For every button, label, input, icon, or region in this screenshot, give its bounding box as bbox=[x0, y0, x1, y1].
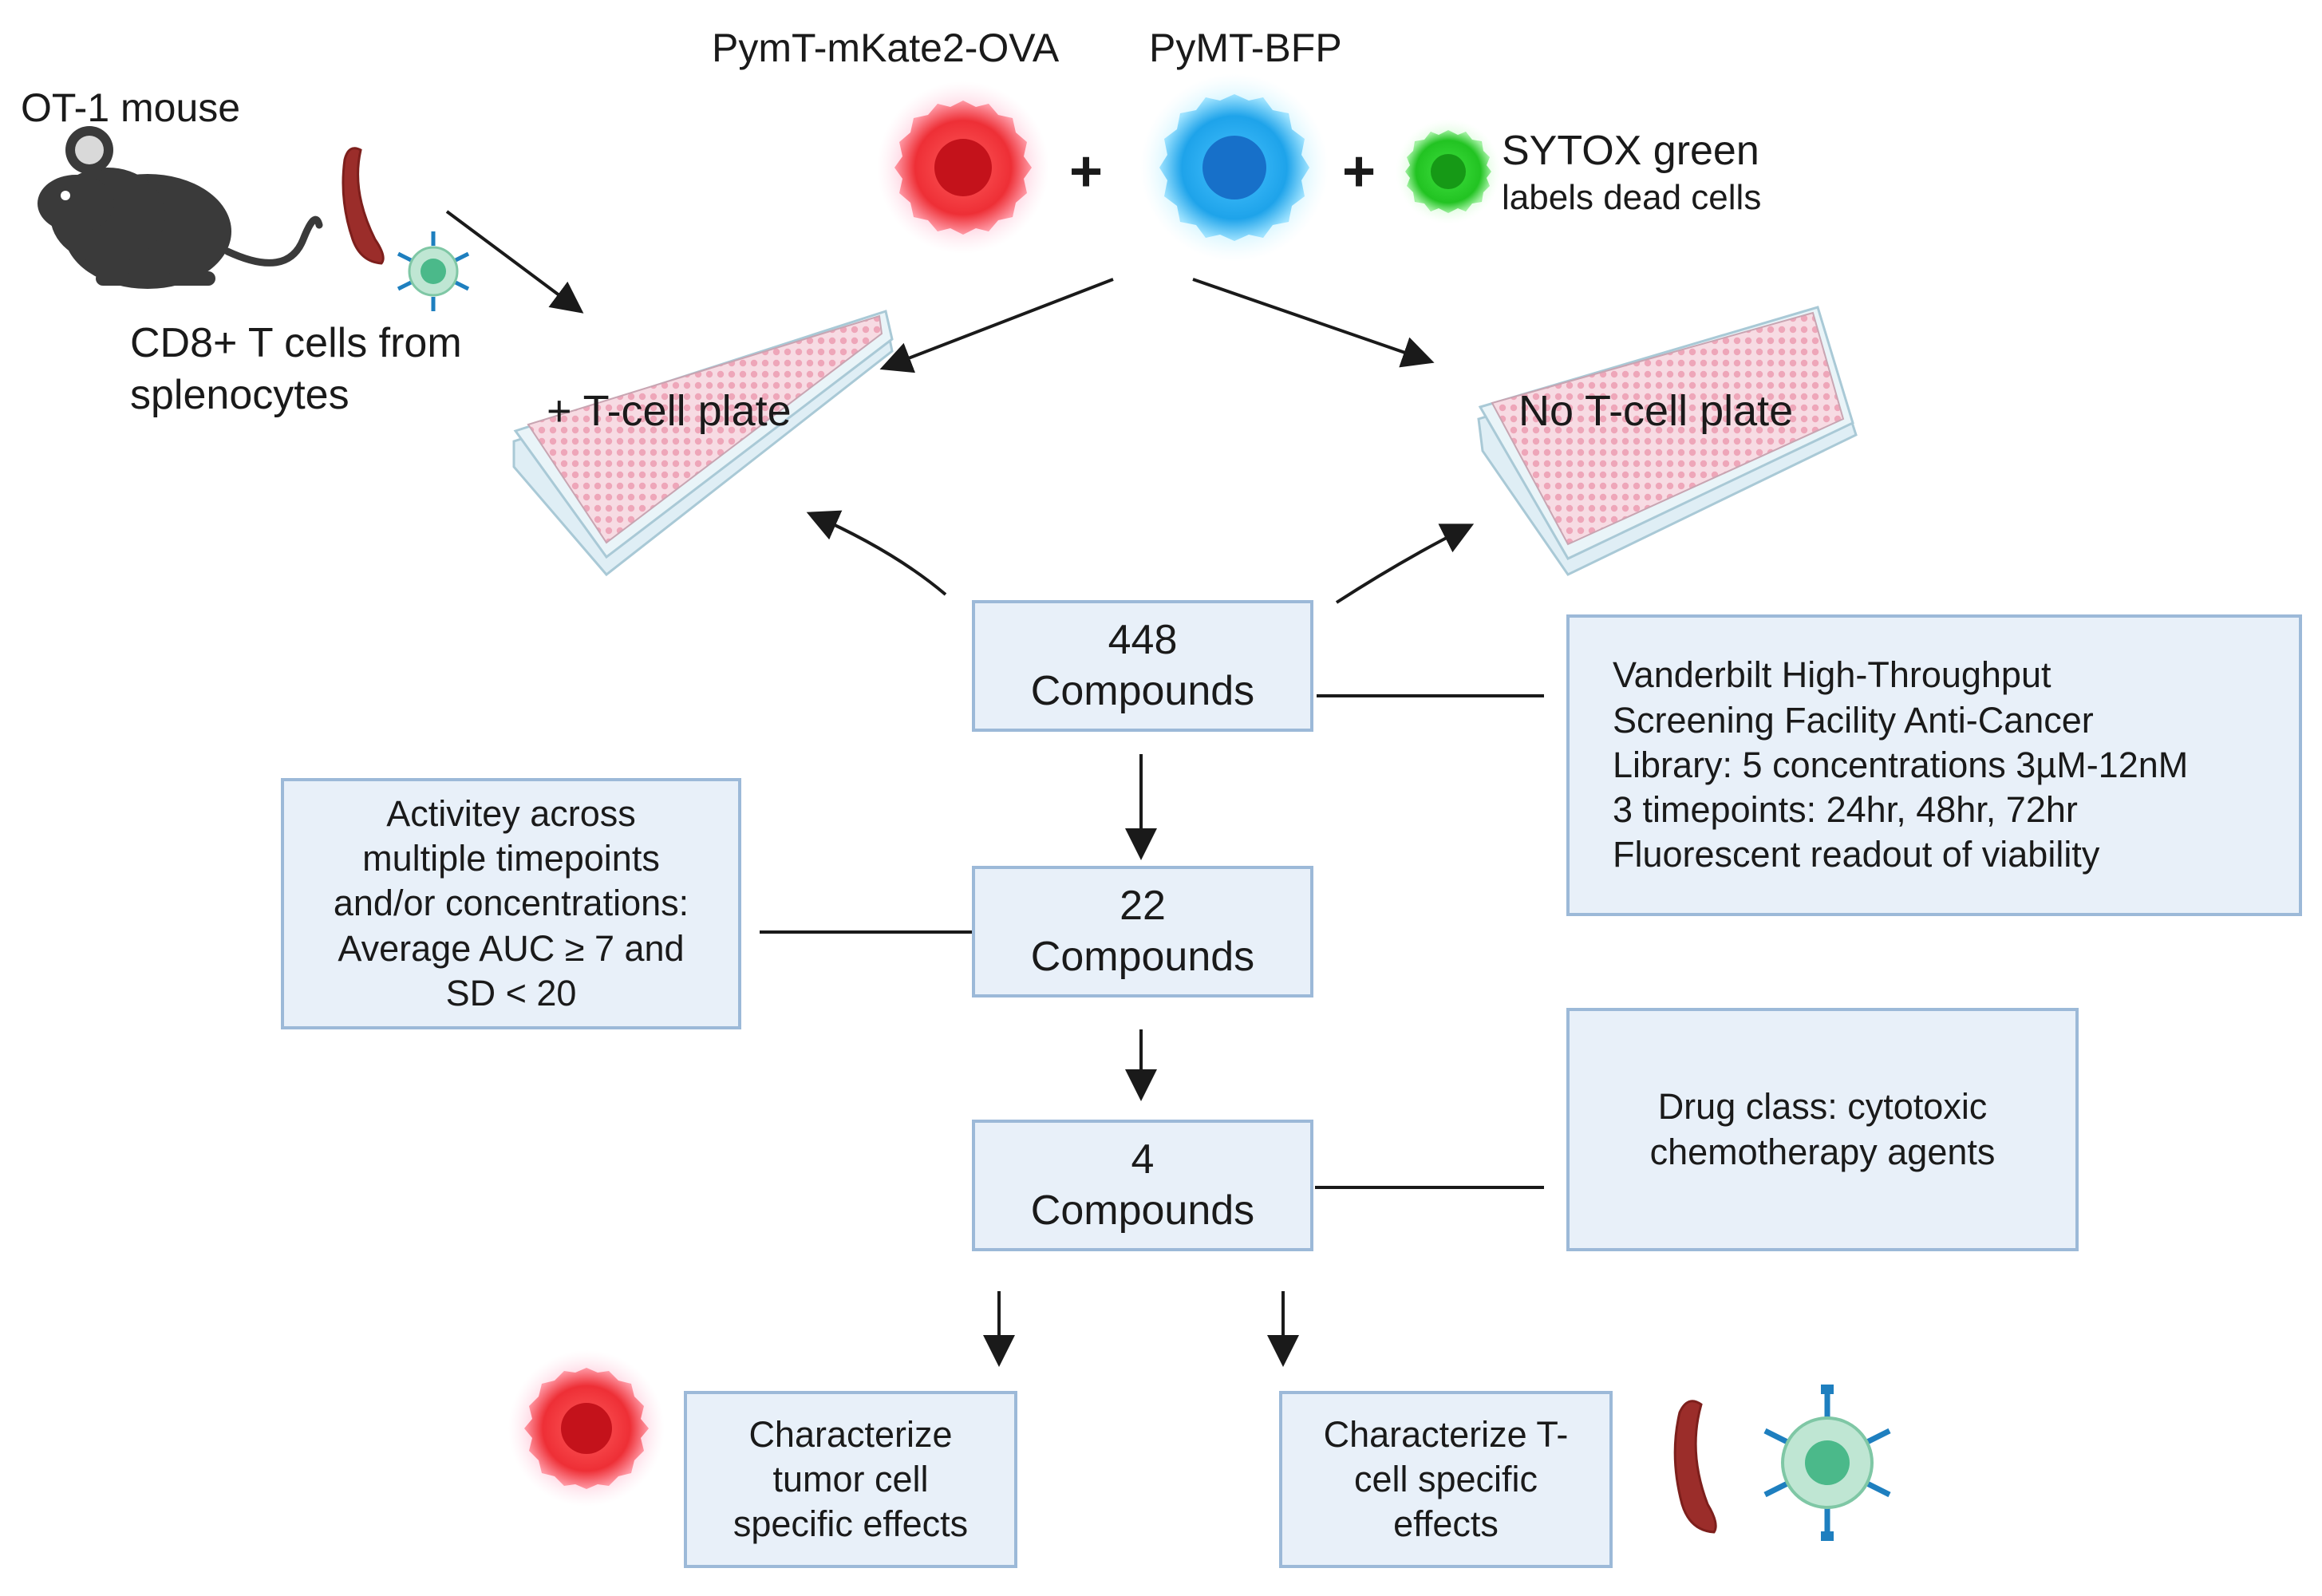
drug-class-box: Drug class: cytotoxic chemotherapy agent… bbox=[1566, 1008, 2079, 1251]
compounds-448-box: 448 Compounds bbox=[972, 600, 1313, 732]
t-cell-icon bbox=[397, 231, 470, 311]
tumor-cell-label: PymT-mKate2-OVA bbox=[712, 26, 1060, 70]
library-info-box: Vanderbilt High-Throughput Screening Fac… bbox=[1566, 614, 2302, 916]
t-cell-effects-box: Characterize T- cell specific effects bbox=[1279, 1391, 1613, 1568]
t-cell-icon bbox=[1763, 1385, 1891, 1541]
tumor-cell-icon bbox=[508, 1350, 665, 1507]
bfp-cell-icon bbox=[1140, 73, 1329, 262]
plus-sign: + bbox=[1069, 140, 1104, 203]
activity-criteria-box: Activitey across multiple timepoints and… bbox=[281, 778, 741, 1029]
well-plate-icon bbox=[512, 310, 894, 577]
plate-label-with-t-cells: + T-cell plate bbox=[547, 387, 792, 435]
mouse-icon bbox=[38, 126, 323, 289]
compounds-4-box: 4 Compounds bbox=[972, 1120, 1313, 1251]
plus-sign: + bbox=[1342, 140, 1376, 203]
sytox-sublabel: labels dead cells bbox=[1502, 178, 1762, 217]
sytox-label: SYTOX green bbox=[1502, 128, 1759, 174]
bfp-cell-label: PyMT-BFP bbox=[1149, 26, 1342, 70]
tumor-cell-icon bbox=[877, 81, 1049, 254]
compounds-22-box: 22 Compounds bbox=[972, 866, 1313, 998]
well-plate-icon bbox=[1477, 306, 1858, 576]
tumor-effects-box: Characterize tumor cell specific effects bbox=[684, 1391, 1017, 1568]
t-cell-source-label: CD8+ T cells from splenocytes bbox=[130, 320, 462, 418]
plate-label-no-t-cells: No T-cell plate bbox=[1518, 387, 1794, 435]
spleen-icon bbox=[342, 147, 385, 265]
sytox-cell-icon bbox=[1396, 119, 1501, 224]
mouse-label: OT-1 mouse bbox=[21, 85, 241, 130]
spleen-icon bbox=[1673, 1400, 1717, 1534]
